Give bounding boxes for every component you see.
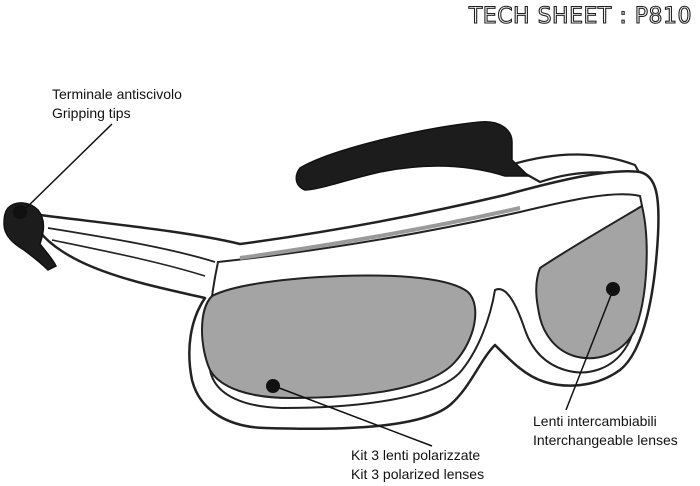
right-lens <box>535 204 648 360</box>
callout-dot-lenses <box>606 282 620 296</box>
callout-polarized-kit-en: Kit 3 polarized lenses <box>351 466 485 482</box>
callout-polarized-kit: Kit 3 lenti polarizzate Kit 3 polarized … <box>351 446 484 484</box>
left-lens <box>201 274 477 400</box>
leader-line-gripping <box>21 123 113 213</box>
tech-sheet-title: TECH SHEET : P810 <box>468 3 692 29</box>
callout-gripping-tips-it: Terminale antiscivolo <box>52 86 182 102</box>
gripping-tip <box>3 202 58 271</box>
leader-line-lenses <box>565 289 614 411</box>
callout-interchangeable-lenses-it: Lenti intercambiabili <box>533 413 657 429</box>
callout-gripping-tips-en: Gripping tips <box>52 105 131 121</box>
callout-dot-gripping <box>13 205 27 219</box>
frame-rim <box>207 193 646 410</box>
callout-dot-polarized <box>266 379 280 393</box>
leader-line-polarized <box>273 385 433 447</box>
callout-interchangeable-lenses: Lenti intercambiabili Interchangeable le… <box>533 412 678 450</box>
brow-pad <box>295 121 530 191</box>
callout-interchangeable-lenses-en: Interchangeable lenses <box>533 432 678 448</box>
callout-polarized-kit-it: Kit 3 lenti polarizzate <box>351 447 481 463</box>
callout-gripping-tips: Terminale antiscivolo Gripping tips <box>52 85 182 123</box>
